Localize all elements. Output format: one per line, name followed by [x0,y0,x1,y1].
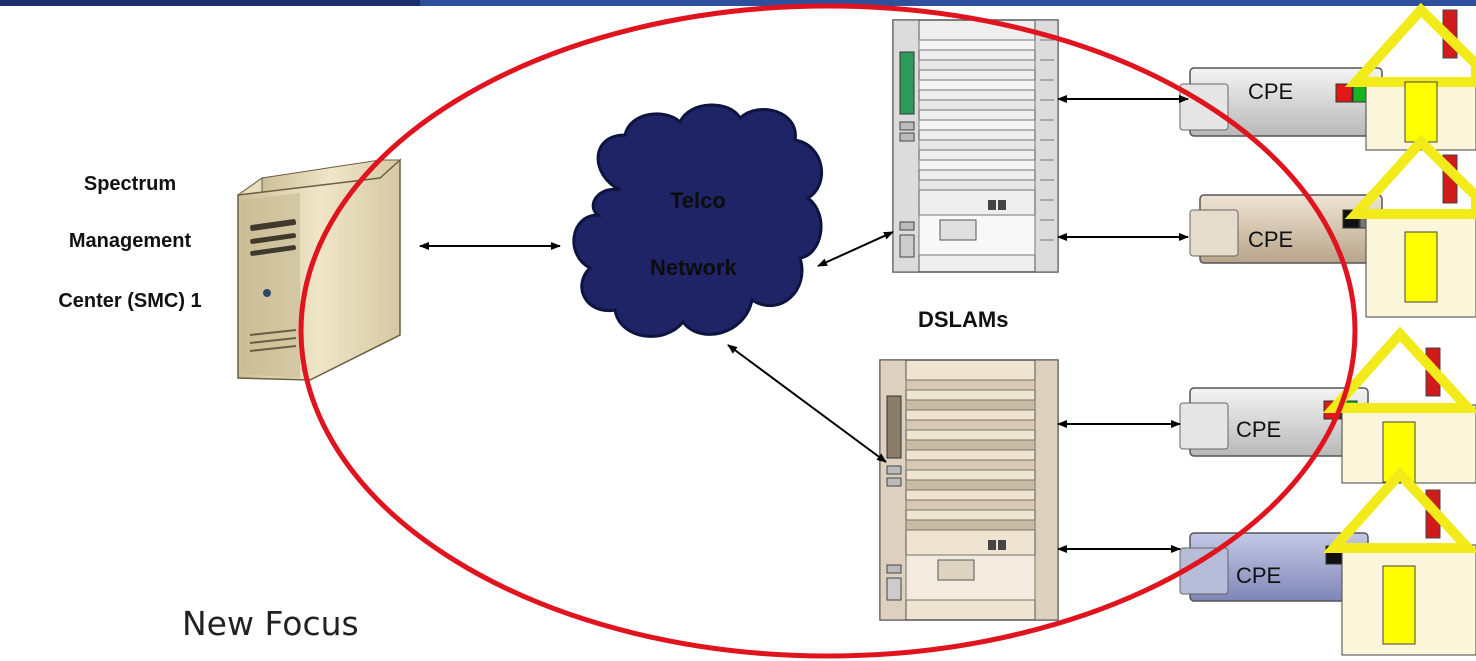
cpe-label-1: CPE [1248,79,1294,104]
dslams-label: DSLAMs [918,307,1009,332]
house-icon-1 [1344,2,1476,151]
smc-label-line-2: Management [68,230,192,252]
house-icon-2 [1344,134,1476,318]
dslam-rack-2 [879,359,1059,621]
cpe-modem-4 [1179,532,1369,602]
cpe-label-4: CPE [1236,563,1282,588]
focus-ellipse [298,3,1358,659]
cpe-label-3: CPE [1236,417,1282,442]
dslam-rack-1 [892,19,1059,273]
cpe-modem-1 [1179,67,1383,137]
telco-network-cloud [572,103,824,338]
top-banner [0,0,1476,6]
server-icon [237,158,402,381]
smc-label-line-3: Center (SMC) 1 [58,290,202,312]
smc-label-line-1: Spectrum [83,173,177,195]
cloud-label-line-2: Network [650,255,737,280]
arrow-cloud-dslam2 [727,344,887,463]
house-icon-3 [1322,326,1476,484]
cpe-label-2: CPE [1248,227,1294,252]
house-icon-4 [1322,466,1476,656]
connection-arrows [419,95,1189,553]
arrow-cloud-dslam1 [817,231,894,267]
cloud-label-line-1: Telco [670,188,726,213]
new-focus-label: New Focus [182,604,359,643]
